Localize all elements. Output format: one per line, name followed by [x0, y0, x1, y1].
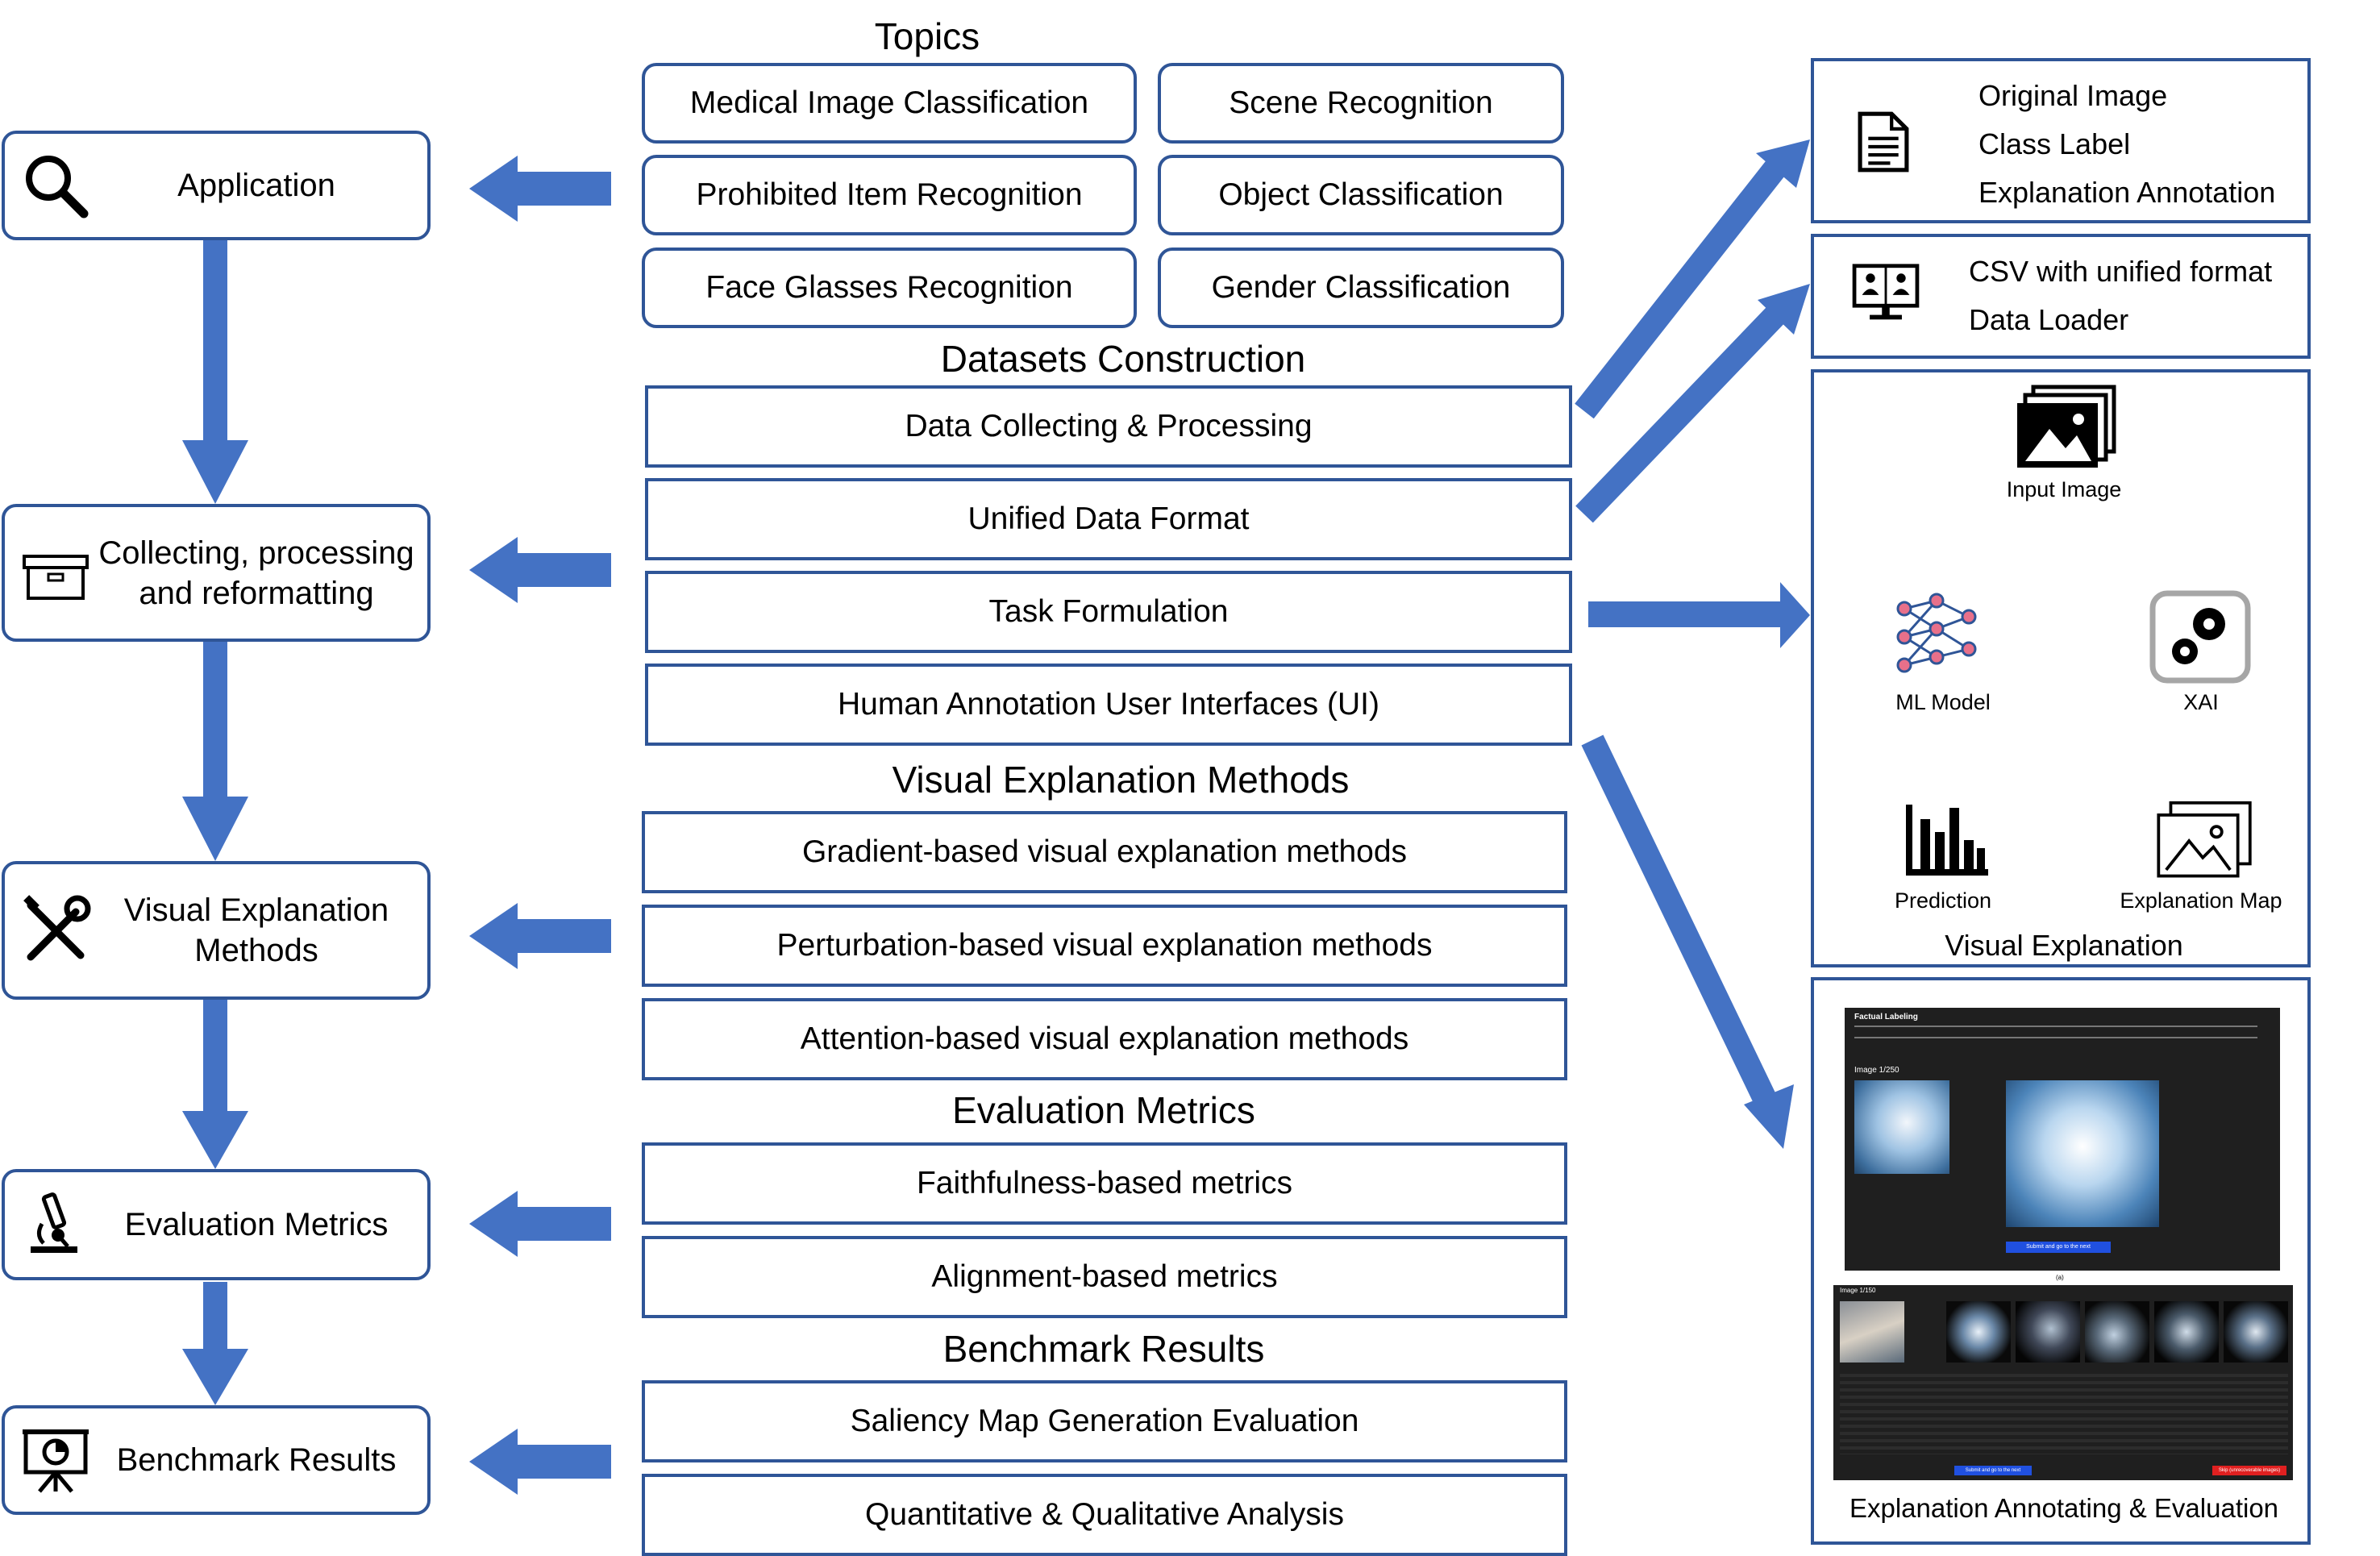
- input-image-icon: [2017, 385, 2116, 468]
- visual-explanation-pipeline: Input Image ML Model XAI: [1811, 369, 2311, 967]
- bench-box: Saliency Map Generation Evaluation: [642, 1380, 1567, 1462]
- saliency-map-4: [2154, 1301, 2219, 1363]
- datasets-heading: Datasets Construction: [940, 338, 1306, 380]
- input-image-label: Input Image: [2006, 477, 2122, 501]
- stage-vem-line2: Methods: [194, 933, 318, 968]
- arrow-task-to-pipeline: [1588, 582, 1810, 648]
- stage-vem: Visual Explanation Methods: [2, 861, 431, 1000]
- stage-evaluation-label: Evaluation Metrics: [124, 1207, 389, 1242]
- magnifier-icon: [26, 156, 89, 218]
- xai-gears-icon: [2149, 590, 2251, 684]
- bench-heading: Benchmark Results: [942, 1328, 1265, 1370]
- archive-box-icon: [23, 554, 89, 600]
- factual-labeling-title: Factual Labeling: [1854, 1013, 1918, 1021]
- arrow-datasets-to-collecting: [469, 537, 611, 603]
- arrow-ui-to-annotation: [1581, 734, 1794, 1149]
- stage-evaluation: Evaluation Metrics: [2, 1169, 431, 1280]
- prediction-label: Prediction: [1894, 888, 1992, 913]
- presentation-chart-icon: [23, 1429, 89, 1493]
- prediction-chart-icon: [1906, 805, 1988, 876]
- dataset-item: Original Image: [1978, 79, 2168, 112]
- flow-arrow-collecting-vem: [182, 642, 248, 861]
- flow-arrow-application-collecting: [182, 240, 248, 504]
- ml-model-label: ML Model: [1895, 690, 1991, 714]
- stage-collecting-label: Collecting, processing and reformatting: [94, 507, 419, 639]
- stage-collecting-line1: Collecting, processing: [98, 535, 414, 571]
- factual-labeling-screenshot: Factual Labeling Image 1/250 Submit and …: [1845, 1008, 2280, 1271]
- annotation-caption: Explanation Annotating & Evaluation: [1849, 1493, 2279, 1523]
- document-icon: [1858, 111, 1909, 173]
- topic-box: Scene Recognition: [1158, 63, 1564, 144]
- explanation-map-label: Explanation Map: [2120, 888, 2282, 913]
- eval-box: Faithfulness-based metrics: [642, 1142, 1567, 1225]
- saliency-map-5: [2224, 1301, 2288, 1363]
- ml-model-icon: [1896, 593, 1977, 673]
- saliency-map-3: [2085, 1301, 2149, 1363]
- monitor-users-icon: [1852, 264, 1920, 320]
- main-image: [2006, 1080, 2159, 1227]
- flow-arrow-vem-evaluation: [182, 1000, 248, 1169]
- arrow-bench-to-stage: [469, 1429, 611, 1495]
- format-content-box: CSV with unified format Data Loader: [1811, 234, 2311, 359]
- eval-submit-button[interactable]: Submit and go to the next: [1954, 1466, 2032, 1475]
- vem-heading: Visual Explanation Methods: [892, 759, 1350, 801]
- datasets-box: Data Collecting & Processing: [645, 385, 1572, 468]
- vem-box: Gradient-based visual explanation method…: [642, 811, 1567, 893]
- stage-benchmark-label: Benchmark Results: [116, 1442, 397, 1478]
- evaluation-screenshot: Image 1/150 Submit and go to the next Sk…: [1833, 1285, 2293, 1480]
- topic-box: Prohibited Item Recognition: [642, 155, 1137, 235]
- stage-benchmark: Benchmark Results: [2, 1405, 431, 1515]
- saliency-map-1: [1946, 1301, 2011, 1363]
- vem-box: Perturbation-based visual explanation me…: [642, 905, 1567, 987]
- question-grid: [1840, 1374, 2288, 1454]
- submit-next-button[interactable]: Submit and go to the next: [2006, 1242, 2111, 1253]
- dataset-content-box: Original Image Class Label Explanation A…: [1811, 58, 2311, 223]
- format-item: CSV with unified format: [1969, 255, 2273, 288]
- dataset-item: Explanation Annotation: [1978, 176, 2276, 209]
- image-counter: Image 1/250: [1854, 1066, 1899, 1075]
- microscope-icon: [31, 1192, 77, 1253]
- arrow-vem-to-stage: [469, 903, 611, 969]
- arrow-topics-to-application: [469, 156, 611, 222]
- stage-collecting: Collecting, processing and reformatting: [2, 504, 431, 642]
- stage-collecting-line2: and reformatting: [139, 575, 374, 611]
- stage-vem-label: Visual Explanation Methods: [94, 864, 419, 996]
- vem-box: Attention-based visual explanation metho…: [642, 998, 1567, 1080]
- datasets-box: Unified Data Format: [645, 478, 1572, 560]
- annotation-ui-box: Factual Labeling Image 1/250 Submit and …: [1811, 977, 2311, 1545]
- flow-arrow-evaluation-benchmark: [182, 1282, 248, 1405]
- stage-application-label: Application: [177, 168, 335, 203]
- saliency-map-2: [2016, 1301, 2080, 1363]
- xai-label: XAI: [2183, 690, 2219, 714]
- eval-box: Alignment-based metrics: [642, 1236, 1567, 1318]
- datasets-box: Human Annotation User Interfaces (UI): [645, 664, 1572, 746]
- tools-icon: [23, 895, 91, 961]
- stage-application: Application: [2, 131, 431, 240]
- datasets-box: Task Formulation: [645, 571, 1572, 653]
- topic-box: Face Glasses Recognition: [642, 248, 1137, 328]
- format-item: Data Loader: [1969, 303, 2129, 336]
- skip-button[interactable]: Skip (unrecoverable images): [2212, 1466, 2286, 1475]
- explanation-map-icon: [2157, 801, 2252, 878]
- topic-box: Medical Image Classification: [642, 63, 1137, 144]
- topic-box: Gender Classification: [1158, 248, 1564, 328]
- eval-heading: Evaluation Metrics: [952, 1089, 1255, 1131]
- topic-box: Object Classification: [1158, 155, 1564, 235]
- topics-heading: Topics: [874, 15, 980, 57]
- bench-box: Quantitative & Qualitative Analysis: [642, 1474, 1567, 1556]
- thumbnail-image: [1854, 1080, 1949, 1174]
- dataset-item: Class Label: [1978, 127, 2131, 160]
- eval-source-image: [1840, 1301, 1904, 1363]
- screenshot-sub-caption: (a): [2056, 1274, 2064, 1281]
- stage-vem-line1: Visual Explanation: [123, 892, 389, 928]
- visual-explanation-caption: Visual Explanation: [1945, 929, 2183, 962]
- instruction-lines: [1854, 1026, 2257, 1038]
- eval-image-counter: Image 1/150: [1840, 1287, 1876, 1294]
- arrow-eval-to-stage: [469, 1191, 611, 1257]
- arrow-format-to-csv-box: [1575, 284, 1810, 523]
- arrow-collecting-to-dataset-box: [1575, 139, 1810, 419]
